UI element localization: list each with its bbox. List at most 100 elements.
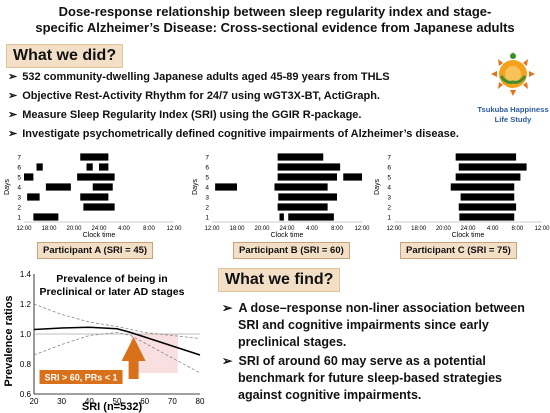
actogram-ylabel: Days [4,179,11,195]
actogram-ytick: 7 [205,155,209,162]
sleep-bar [80,193,109,201]
actogram-ytick: 1 [17,215,21,222]
actogram-ytick: 3 [387,195,391,202]
actogram-ytick: 1 [205,215,209,222]
sleep-bar [80,153,109,161]
actogram-xtick: 12:00 [386,226,402,232]
actogram-ylabel: Days [374,179,381,195]
series-upper [33,303,201,339]
y-tick-label: 0.8 [20,360,32,369]
x-tick-label: 70 [168,397,177,406]
logo-line-2: Life Study [495,115,532,124]
actogram-xtick: 12:00 [204,226,220,232]
actogram-ytick: 1 [387,215,391,222]
study-logo: Tsukuba Happiness Life Study [477,52,549,124]
participant-a-label: Participant A (SRI = 45) [37,242,154,259]
actogram-xtick: 12:00 [534,226,550,232]
actogram-ytick: 2 [205,205,209,212]
actogram-xlabel: Clock time [452,232,485,238]
annotation-box [39,370,123,384]
what-find-list: A dose–response non-liner association be… [218,300,548,406]
sleep-bar [455,153,517,161]
sleep-bar [458,203,517,211]
prevalence-chart: Prevalence of being in Preclinical or la… [3,270,205,413]
sleep-bar [45,183,71,191]
sleep-bar [343,173,362,181]
what-did-bullet: Measure Sleep Regularity Index (SRI) usi… [8,106,478,125]
x-tick-label: 80 [196,397,205,406]
actogram-xtick: 4:00 [306,226,318,232]
actogram-xtick: 4:00 [118,226,130,232]
actogram-ytick: 4 [387,185,391,192]
x-tick-label: 40 [85,397,94,406]
actogram-xtick: 18:00 [229,226,245,232]
actogram-xtick: 8:00 [143,226,155,232]
sleep-bar [458,163,527,171]
actogram-xtick: 8:00 [331,226,343,232]
sleep-bar [83,203,115,211]
y-tick-label: 1.2 [20,300,32,309]
actogram-ytick: 7 [17,155,21,162]
chart-xlabel: SRI (n=532) [82,401,143,413]
actogram-ytick: 4 [17,185,21,192]
sleep-bar [277,163,341,171]
sleep-bar [215,183,237,191]
actogram-xtick: 18:00 [411,226,427,232]
series-lower [33,332,201,374]
actogram-xtick: 18:00 [41,226,57,232]
series-estimate [33,326,201,356]
actogram-ytick: 6 [17,165,21,172]
x-tick-label: 20 [30,397,39,406]
sleep-bar [86,163,93,171]
annotation-text: SRI > 60, PRs < 1 [45,373,118,383]
actogram-ytick: 6 [205,165,209,172]
actogram-ytick: 6 [387,165,391,172]
what-did-bullet: 532 community-dwelling Japanese adults a… [8,68,478,87]
sleep-bar [24,173,34,181]
what-find-bullet: SRI of around 60 may serve as a potentia… [218,353,548,404]
actogram-ytick: 3 [17,195,21,202]
actogram-ytick: 4 [205,185,209,192]
y-tick-label: 0.6 [20,390,32,399]
sleep-bar [274,183,328,191]
logo-line-1: Tsukuba Happiness [477,105,548,114]
sleep-bar [279,213,284,221]
poster-title: Dose-response relationship between sleep… [0,4,550,36]
sleep-bar [460,193,515,201]
chart-title-line-2: Preclinical or later AD stages [40,286,185,298]
x-tick-label: 50 [113,397,122,406]
sleep-bar [450,183,515,191]
participant-b-label: Participant B (SRI = 60) [233,242,350,259]
sleep-bar [77,173,115,181]
sleep-bar [277,173,337,181]
actogram-xlabel: Clock time [83,232,116,238]
sleep-bar [36,163,43,171]
actogram-ytick: 5 [205,175,209,182]
sleep-bar [277,153,324,161]
sleep-bar [288,213,334,221]
what-did-list: 532 community-dwelling Japanese adults a… [8,68,478,144]
sleep-bar [99,163,109,171]
actogram-ytick: 2 [17,205,21,212]
actogram-xtick: 24:00 [460,226,476,232]
title-line-1: Dose-response relationship between sleep… [58,4,492,19]
sleep-bar [459,213,515,221]
actogram-ytick: 7 [387,155,391,162]
actogram-xtick: 12:00 [166,226,182,232]
actogram-ytick: 5 [17,175,21,182]
actogram-ytick: 2 [387,205,391,212]
x-tick-label: 30 [57,397,66,406]
chart-ylabel: Prevalence ratios [3,295,15,386]
actogram-xtick: 12:00 [354,226,370,232]
actogram-ylabel: Days [192,179,199,195]
sun-logo-icon [491,52,535,96]
y-tick-label: 1.4 [20,270,32,279]
sleep-bar [92,183,113,191]
x-tick-label: 60 [140,397,149,406]
actogram-xtick: 8:00 [511,226,523,232]
